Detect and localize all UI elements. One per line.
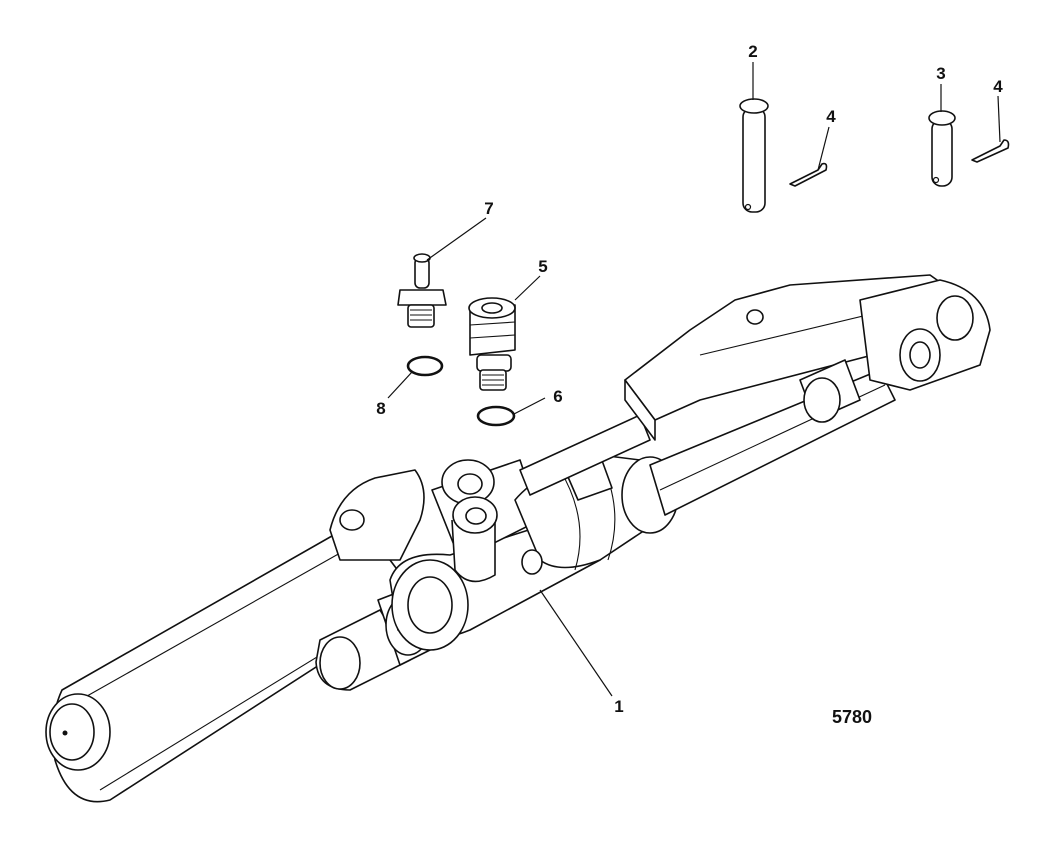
o-ring-part-8 [406, 355, 444, 377]
leader-line-1 [539, 589, 613, 697]
cotter-pin-part-4-b [971, 139, 1010, 163]
leader-line-4b [997, 95, 1001, 143]
callout-4b: 4 [993, 77, 1003, 96]
callout-6: 6 [553, 387, 562, 406]
callout-8: 8 [376, 399, 385, 418]
leader-line-8 [387, 371, 413, 399]
leader-line-4a [817, 126, 830, 171]
bleed-fitting-part-7 [397, 253, 447, 328]
steering-cylinder-assembly [45, 274, 991, 803]
callout-4a: 4 [826, 107, 836, 126]
leader-line-5 [514, 275, 541, 301]
leader-line-7 [426, 217, 487, 261]
figure-number: 5780 [832, 707, 872, 727]
valve-fitting-part-5 [468, 297, 516, 391]
callout-5: 5 [538, 257, 547, 276]
pin-part-3 [928, 110, 956, 187]
leader-line-6 [513, 397, 546, 415]
callout-7: 7 [484, 199, 493, 218]
callout-1: 1 [614, 697, 623, 716]
pin-part-2 [739, 98, 769, 213]
callout-2: 2 [748, 42, 757, 61]
o-ring-part-6 [476, 405, 516, 427]
cotter-pin-part-4-a [789, 162, 828, 187]
callout-3: 3 [936, 64, 945, 83]
